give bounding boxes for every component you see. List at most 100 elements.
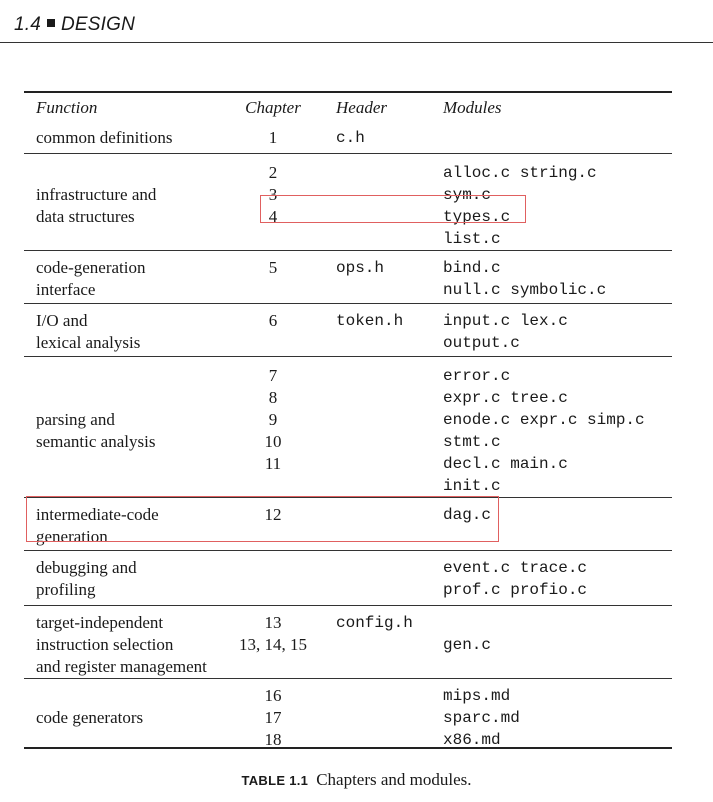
- modules-line: gen.c: [443, 636, 492, 654]
- header-line: [336, 387, 436, 409]
- modules-cell: input.c lex.c output.c: [443, 310, 673, 354]
- header-line: [336, 162, 436, 184]
- header-line: [336, 729, 436, 751]
- function-line: code-generation: [36, 258, 146, 277]
- chapter-line: 6: [268, 311, 278, 330]
- section-title: DESIGN: [61, 14, 136, 35]
- table-row: target-independent instruction selection a…: [24, 605, 672, 678]
- modules-line: [443, 526, 673, 548]
- modules-line: expr.c tree.c: [443, 389, 568, 407]
- modules-line: prof.c profio.c: [443, 581, 588, 599]
- modules-line: sparc.md: [443, 709, 520, 727]
- modules-line: list.c: [443, 230, 501, 248]
- header-line: [336, 332, 436, 354]
- header-cell: c.h: [336, 127, 436, 149]
- modules-line: error.c: [443, 367, 511, 385]
- chapter-line: 7: [268, 366, 278, 385]
- header-line: config.h: [336, 614, 413, 632]
- function-line: target-independent: [36, 613, 164, 632]
- chapter-line: [228, 656, 318, 678]
- function-cell: infrastructure and data structures: [36, 162, 236, 250]
- header-line: [336, 557, 436, 579]
- function-line: and register management: [36, 657, 207, 676]
- header-line: ops.h: [336, 259, 385, 277]
- function-line: [36, 729, 236, 751]
- function-line: instruction selection: [36, 635, 174, 654]
- chapter-line: 13: [264, 613, 282, 632]
- function-line: [36, 685, 236, 707]
- column-header-function: Function: [36, 98, 98, 117]
- function-line: [36, 162, 236, 184]
- header-line: [336, 685, 436, 707]
- function-line: data structures: [36, 207, 135, 226]
- function-line: generation: [36, 527, 108, 546]
- header-cell: [336, 504, 436, 548]
- header-line: [336, 656, 436, 678]
- header-line: [336, 409, 436, 431]
- function-line: [36, 387, 236, 409]
- chapter-line: [228, 579, 318, 601]
- header-line: [336, 453, 436, 475]
- chapter-line: 10: [264, 432, 282, 451]
- header-cell: ops.h: [336, 257, 436, 301]
- header-cell: [336, 365, 436, 497]
- chapter-line: 16: [264, 686, 282, 705]
- header-line: [336, 504, 436, 526]
- running-head: 1.4 DESIGN: [14, 14, 135, 36]
- square-bullet-icon: [47, 19, 56, 28]
- header-line: [336, 279, 436, 301]
- caption-label: TABLE 1.1: [241, 773, 309, 788]
- modules-line: [443, 656, 673, 678]
- header-line: [336, 634, 436, 656]
- chapter-line: [228, 279, 318, 301]
- modules-line: output.c: [443, 334, 520, 352]
- function-line: infrastructure and: [36, 185, 157, 204]
- chapter-line: 18: [264, 730, 282, 749]
- header-line: [336, 526, 436, 548]
- chapter-cell: 5: [228, 257, 318, 301]
- chapter-cell: 6: [228, 310, 318, 354]
- function-line: common definitions: [36, 128, 173, 147]
- modules-line: event.c trace.c: [443, 559, 588, 577]
- section-number: 1.4: [14, 14, 42, 35]
- modules-cell: dag.c: [443, 504, 673, 548]
- header-line: token.h: [336, 312, 404, 330]
- modules-line: input.c lex.c: [443, 312, 568, 330]
- modules-cell: event.c trace.c prof.c profio.c: [443, 557, 673, 601]
- function-line: semantic analysis: [36, 432, 156, 451]
- modules-line: init.c: [443, 477, 501, 495]
- chapter-line: [228, 557, 318, 579]
- chapter-line: 11: [264, 454, 282, 473]
- column-header-modules: Modules: [443, 98, 502, 117]
- function-line: [36, 228, 236, 250]
- function-cell: common definitions: [36, 127, 236, 149]
- modules-line: x86.md: [443, 731, 501, 749]
- modules-line: enode.c expr.c simp.c: [443, 411, 645, 429]
- header-line: c.h: [336, 129, 365, 147]
- header-line: [336, 707, 436, 729]
- modules-line: decl.c main.c: [443, 455, 568, 473]
- chapter-line: [228, 526, 318, 548]
- column-header-header: Header: [336, 98, 387, 117]
- modules-line: [443, 612, 673, 634]
- function-cell: target-independent instruction selection a…: [36, 612, 236, 678]
